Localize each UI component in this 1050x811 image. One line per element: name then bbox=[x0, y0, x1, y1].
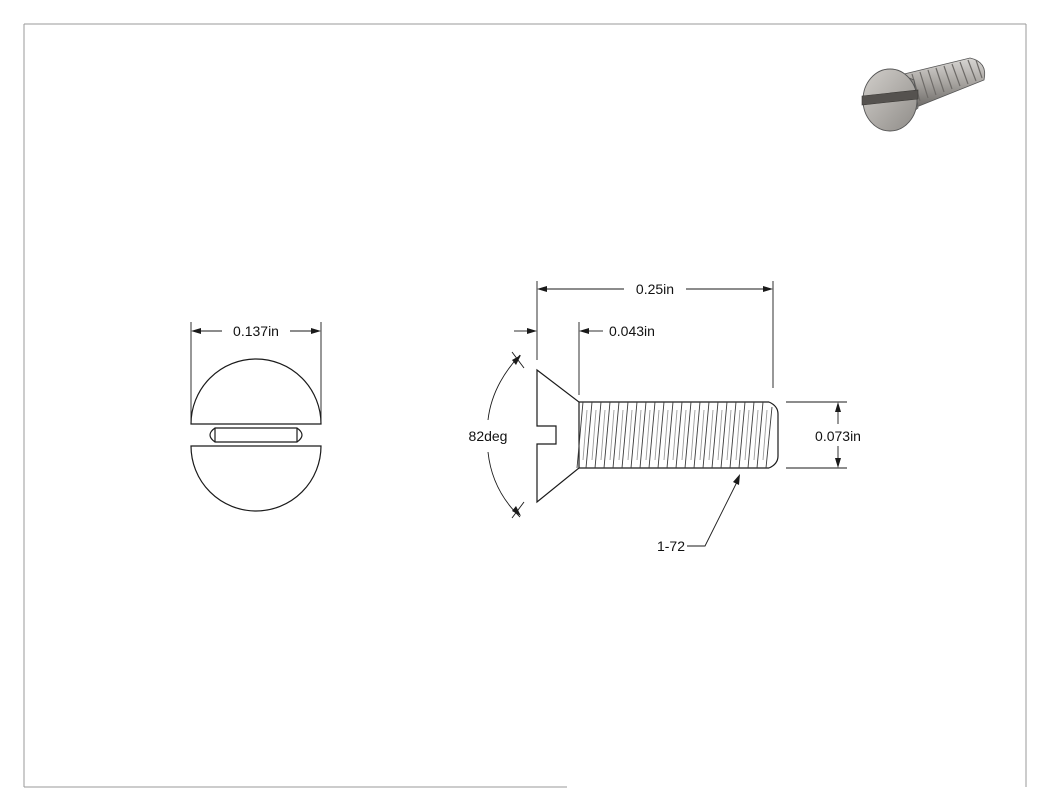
thread-callout: 1-72 bbox=[657, 474, 740, 554]
side-view bbox=[536, 368, 779, 504]
head-upper-half bbox=[190, 358, 322, 425]
top-view bbox=[190, 358, 322, 512]
head-diameter-dimension: 0.137in bbox=[190, 322, 322, 424]
drawing-frame bbox=[23, 23, 1027, 788]
head-angle-label: 82deg bbox=[469, 428, 508, 444]
slotted-flat-head-screw-icon bbox=[861, 57, 986, 132]
thread-diameter-dimension: 0.073in bbox=[786, 401, 861, 469]
threaded-shank bbox=[576, 401, 779, 469]
head-height-label: 0.043in bbox=[609, 323, 655, 339]
head-diameter-label: 0.137in bbox=[233, 323, 279, 339]
head-lower-half bbox=[190, 445, 322, 512]
thread-lines bbox=[576, 401, 773, 469]
overall-length-label: 0.25in bbox=[636, 281, 674, 297]
slot-shank-visible bbox=[209, 427, 303, 443]
thread-diameter-label: 0.073in bbox=[815, 428, 861, 444]
thread-callout-label: 1-72 bbox=[657, 538, 685, 554]
countersunk-head bbox=[536, 368, 580, 504]
overall-length-dimension: 0.25in bbox=[536, 281, 774, 388]
head-angle-dimension: 82deg bbox=[469, 351, 525, 519]
head-height-dimension: 0.043in bbox=[514, 322, 655, 395]
